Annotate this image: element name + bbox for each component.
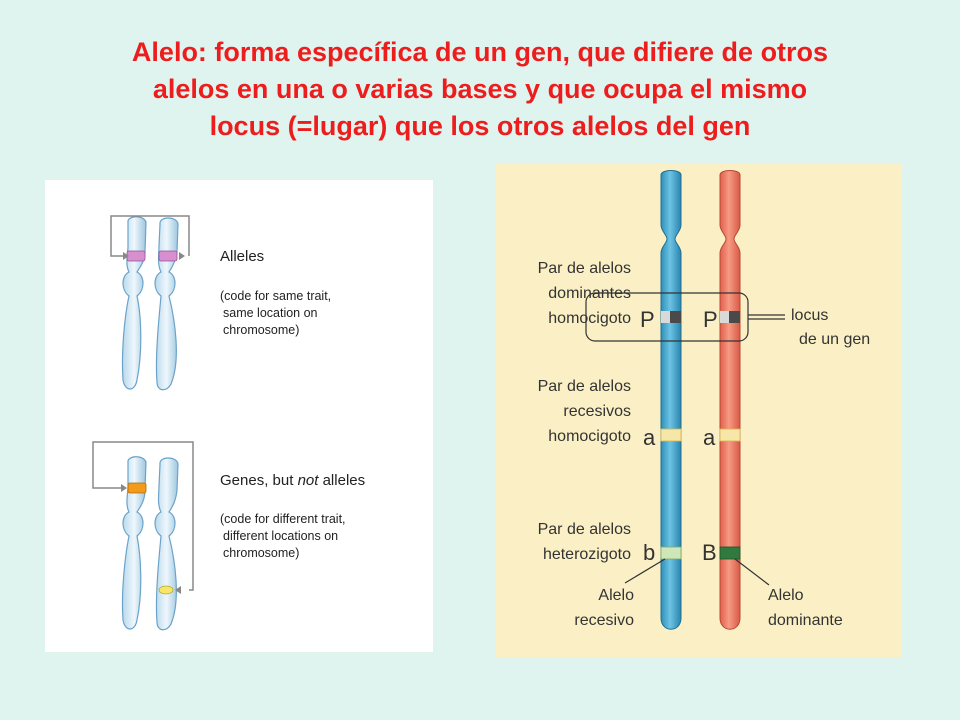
hetero-pair-line-1: Par de alelos <box>538 521 631 538</box>
gene-arrow-right <box>175 586 181 594</box>
band-b-blue <box>660 546 682 560</box>
letter-a-left: a <box>643 425 656 450</box>
alleles-desc-2: same location on <box>223 306 318 320</box>
title-line-3: locus (=lugar) que los otros alelos del … <box>209 111 751 141</box>
letter-a-right: a <box>703 425 716 450</box>
page-title: Alelo: forma específica de un gen, que d… <box>40 34 920 145</box>
dominant-pair-line-1: Par de alelos <box>538 260 631 277</box>
gene-band-yellow <box>158 585 174 595</box>
genes-heading: Genes, but not alleles <box>220 472 365 489</box>
allele-arrow-left <box>123 252 129 260</box>
chromosome-left-bottom <box>121 456 147 630</box>
recessive-pair-line-2: recesivos <box>563 403 631 420</box>
title-line-1: Alelo: forma específica de un gen, que d… <box>131 37 829 67</box>
locus-diagram-panel: P P a a b B Par de alelos dominantes hom… <box>495 163 902 657</box>
dominant-pair-line-2: dominantes <box>548 285 631 302</box>
chromosome-left-top <box>121 216 147 390</box>
alleles-diagram-panel: Alleles (code for same trait, same locat… <box>45 180 433 652</box>
gene-bracket <box>92 441 194 591</box>
chromosome-red <box>719 170 741 630</box>
recessive-allele-line-1: Alelo <box>598 587 634 604</box>
allele-bracket <box>110 215 190 257</box>
alleles-desc-3: chromosome) <box>223 323 299 337</box>
allele-arrow-right <box>179 252 185 260</box>
hetero-pair-line-2: heterozigoto <box>543 546 631 563</box>
locus-highlight-box <box>585 292 749 342</box>
band-p-blue-light <box>661 311 670 323</box>
gene-band-orange <box>127 482 147 494</box>
genes-heading-post: alleles <box>318 472 365 489</box>
dominant-allele-line-2: dominante <box>768 612 843 629</box>
letter-b-right: B <box>702 540 717 565</box>
chromosome-right-bottom <box>154 457 179 631</box>
band-a-blue <box>660 428 682 442</box>
genes-heading-pre: Genes, but <box>220 472 298 489</box>
chromosome-right-top <box>154 217 179 391</box>
genes-desc-3: chromosome) <box>223 546 299 560</box>
allele-pair-chromosomes <box>110 215 190 391</box>
locus-label-line-2: de un gen <box>799 331 870 348</box>
band-a-red <box>719 428 741 442</box>
allele-band-left <box>126 250 146 262</box>
dominant-pointer <box>734 558 770 586</box>
recessive-pointer <box>624 558 666 584</box>
band-b-red <box>719 546 741 560</box>
alleles-diagram: Alleles (code for same trait, same locat… <box>92 215 365 631</box>
recessive-allele-line-2: recesivo <box>574 612 634 629</box>
dominant-allele-line-1: Alelo <box>768 587 804 604</box>
genes-heading-em: not <box>298 472 320 489</box>
allele-band-right <box>158 250 178 262</box>
recessive-pair-line-1: Par de alelos <box>538 378 631 395</box>
letter-p-right: P <box>703 307 718 332</box>
letter-p-left: P <box>640 307 655 332</box>
chromosome-blue <box>660 170 682 630</box>
alleles-desc-1: (code for same trait, <box>220 289 331 303</box>
alleles-heading: Alleles <box>220 248 264 265</box>
dominant-pair-line-3: homocigoto <box>548 310 631 327</box>
recessive-pair-line-3: homocigoto <box>548 428 631 445</box>
letter-b-left: b <box>643 540 655 565</box>
genes-desc-2: different locations on <box>223 529 338 543</box>
gene-arrow-left <box>121 484 127 492</box>
title-line-2: alelos en una o varias bases y que ocupa… <box>152 74 808 104</box>
gene-pair-chromosomes <box>92 441 194 631</box>
band-p-red-light <box>720 311 729 323</box>
locus-diagram: P P a a b B Par de alelos dominantes hom… <box>538 170 870 630</box>
genes-desc-1: (code for different trait, <box>220 512 346 526</box>
locus-label-line-1: locus <box>791 307 828 324</box>
